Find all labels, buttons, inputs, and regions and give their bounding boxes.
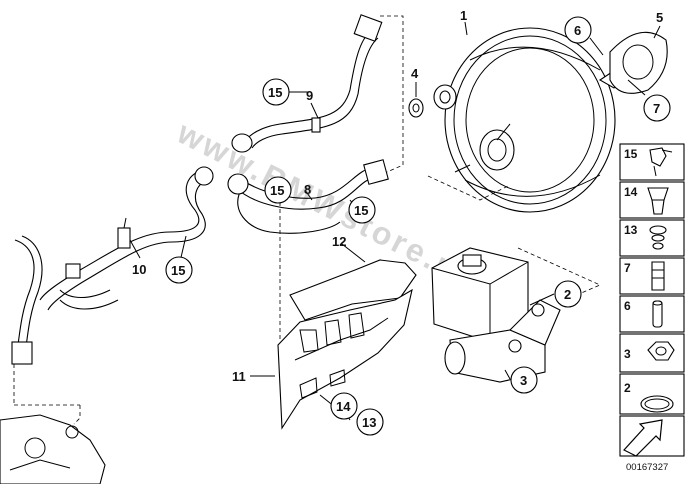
hose-clip-icon [649,147,673,177]
callout-15-upper: 15 [262,78,290,106]
arrow-icon[interactable] [619,415,685,457]
vacuum-hose-9[interactable] [231,14,383,153]
legend-row-7[interactable]: 7 [619,257,685,295]
legend-row-14[interactable]: 14 [619,181,685,219]
svg-text:14: 14 [336,399,351,414]
vacuum-hose-8[interactable] [227,159,389,234]
legend-row-13[interactable]: 13 [619,219,685,257]
svg-text:15: 15 [270,183,284,198]
spring-clip-icon [649,225,667,250]
legend-row-2[interactable]: 2 [619,373,685,415]
clamp-icon [651,261,665,291]
vacuum-hose-10[interactable] [11,166,214,365]
svg-text:13: 13 [624,223,638,237]
svg-text:14: 14 [624,185,638,199]
svg-text:6: 6 [574,23,581,38]
hex-nut-icon [647,341,675,361]
callout-10: 10 [132,262,146,277]
legend-panel: 15 14 13 7 [619,143,685,457]
svg-text:7: 7 [624,261,631,275]
callout-15-middle: 15 [264,176,292,204]
svg-text:7: 7 [653,101,660,116]
svg-text:13: 13 [362,415,376,430]
svg-text:15: 15 [268,85,282,100]
expanding-nut-icon [647,187,669,215]
callout-1: 1 [460,8,467,23]
legend-row-3[interactable]: 3 [619,333,685,373]
callout-7: 7 [643,94,671,122]
pin-icon [652,300,663,328]
callout-14: 14 [330,392,358,420]
svg-text:3: 3 [520,373,527,388]
svg-text:6: 6 [624,299,631,313]
gasket[interactable] [609,31,668,94]
callout-15-left: 15 [165,256,193,284]
callout-4: 4 [411,66,419,81]
catalog-number: 00167327 [626,462,668,473]
brake-booster[interactable] [433,27,633,213]
callout-9: 9 [306,88,313,103]
o-ring-icon [640,395,674,413]
svg-text:15: 15 [354,203,368,218]
grommet[interactable] [408,98,424,118]
callout-13: 13 [356,408,384,436]
callout-5: 5 [656,10,663,25]
legend-row-6[interactable]: 6 [619,295,685,333]
callout-2: 2 [554,280,582,308]
callout-8: 8 [304,182,311,197]
callout-12: 12 [332,234,346,249]
callout-11: 11 [232,369,246,384]
svg-text:2: 2 [624,381,631,395]
svg-text:3: 3 [624,347,631,361]
svg-text:15: 15 [171,263,185,278]
master-cylinder[interactable] [431,247,561,383]
legend-row-15[interactable]: 15 [619,143,685,181]
vacuum-pump[interactable] [0,414,106,484]
callout-3: 3 [510,366,538,394]
svg-text:15: 15 [624,147,638,161]
svg-text:2: 2 [564,287,571,302]
callout-15-right: 15 [348,196,376,224]
heat-shield[interactable] [277,259,417,430]
callout-6: 6 [564,16,592,44]
